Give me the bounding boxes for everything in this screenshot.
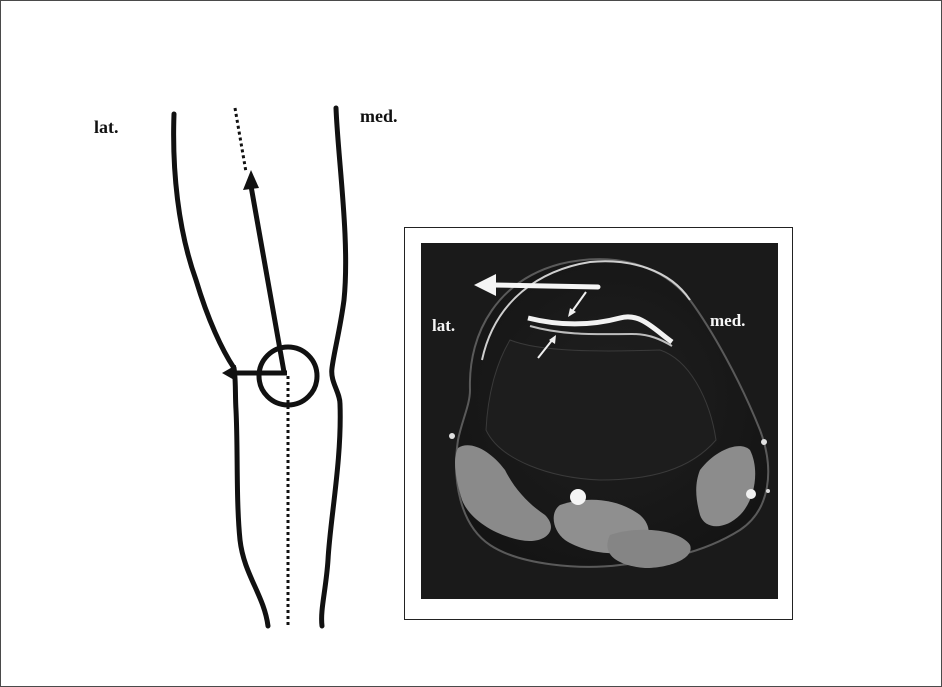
mri-medial-label: med. bbox=[710, 311, 745, 331]
popliteal-vessel bbox=[570, 489, 586, 505]
mri-lateral-label: lat. bbox=[432, 316, 455, 336]
mri-lateral-arrow bbox=[494, 285, 598, 287]
